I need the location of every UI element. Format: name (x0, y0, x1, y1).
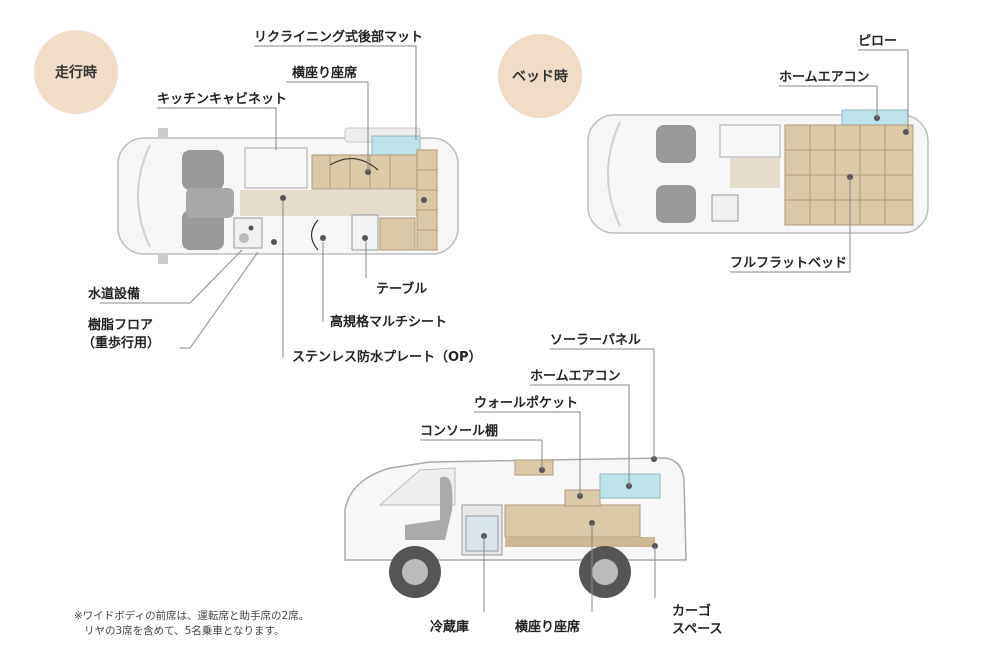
label-stainless-plate: ステンレス防水プレート（OP） (292, 350, 482, 365)
label-kitchen-cabinet: キッチンキャビネット (157, 92, 288, 107)
badge-bed-label: ベッド時 (512, 69, 568, 85)
label-home-aircon-bed: ホームエアコン (779, 70, 870, 85)
footnote-line-2: リヤの3席を含めて、5名乗車となります。 (84, 625, 285, 637)
badge-driving-label: 走行時 (55, 65, 97, 81)
label-wall-pocket: ウォールポケット (474, 396, 579, 411)
label-cargo: カーゴ (672, 604, 712, 619)
label-console-shelf: コンソール棚 (420, 424, 499, 439)
van-driving-plan (117, 127, 459, 264)
label-table: テーブル (376, 282, 428, 297)
label-resin-floor: 樹脂フロア (88, 318, 154, 333)
label-water-system: 水道設備 (88, 287, 141, 302)
van-bed-plan (587, 109, 929, 234)
leader-lines-side (420, 348, 656, 612)
leader-lines-bed (730, 49, 909, 273)
leader-lines-driving (100, 45, 417, 358)
label-multi-seat: 高規格マルチシート (330, 315, 448, 330)
van-side-view (344, 456, 687, 598)
label-solar-panel: ソーラーパネル (550, 333, 641, 348)
badge-bed-mode: ベッド時 (498, 34, 582, 118)
label-fridge: 冷蔵庫 (430, 620, 470, 635)
label-reclining-rear-mat: リクライニング式後部マット (254, 30, 424, 45)
label-home-aircon-side: ホームエアコン (530, 369, 621, 384)
label-side-seat-top: 横座り座席 (292, 66, 358, 81)
label-resin-floor-sub: （重歩行用） (82, 336, 161, 351)
label-pillow: ピロー (858, 34, 898, 49)
label-cargo-space: スペース (672, 622, 723, 637)
badge-driving-mode: 走行時 (34, 30, 118, 114)
footnote-line-1: ※ワイドボディの前席は、運転席と助手席の2席。 (74, 610, 310, 622)
label-full-flat-bed: フルフラットベッド (730, 256, 848, 271)
label-side-seat-bottom: 横座り座席 (515, 620, 581, 635)
